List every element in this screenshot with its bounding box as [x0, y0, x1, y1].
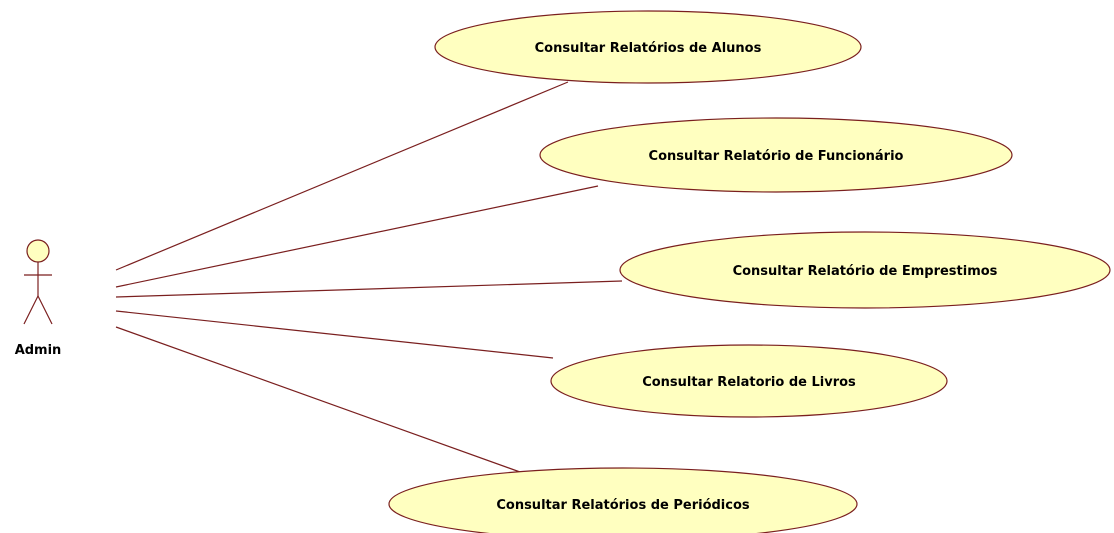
use-case-label: Consultar Relatório de Emprestimos [733, 264, 998, 279]
use-case-alunos[interactable]: Consultar Relatórios de Alunos [434, 10, 862, 84]
use-case-ellipse [619, 231, 1111, 309]
associations [115, 81, 623, 473]
use-case-ellipse [388, 467, 858, 533]
use-case-emprestimos[interactable]: Consultar Relatório de Emprestimos [619, 231, 1111, 309]
actor-right-leg [37, 295, 53, 325]
actor-head [26, 239, 50, 263]
use-case-funcionario[interactable]: Consultar Relatório de Funcionário [539, 117, 1013, 193]
use-case-ellipse [550, 344, 948, 418]
use-case-livros[interactable]: Consultar Relatorio de Livros [550, 344, 948, 418]
use-case-label: Consultar Relatório de Funcionário [649, 149, 904, 164]
use-case-label: Consultar Relatórios de Alunos [535, 41, 762, 56]
actor-left-leg [23, 295, 39, 325]
association-line-alunos [115, 81, 569, 271]
use-case-label: Consultar Relatórios de Periódicos [496, 498, 750, 513]
use-case-label: Consultar Relatorio de Livros [642, 375, 856, 390]
use-case-ellipse [434, 10, 862, 84]
actor-admin[interactable]: Admin [15, 239, 62, 358]
association-line-periodicos [115, 326, 521, 473]
actor-label: Admin [15, 343, 62, 358]
association-line-emprestimos [115, 280, 623, 298]
association-line-funcionario [115, 185, 599, 288]
use-case-ellipse [539, 117, 1013, 193]
use-case-periodicos[interactable]: Consultar Relatórios de Periódicos [388, 467, 858, 533]
association-line-livros [115, 310, 554, 359]
